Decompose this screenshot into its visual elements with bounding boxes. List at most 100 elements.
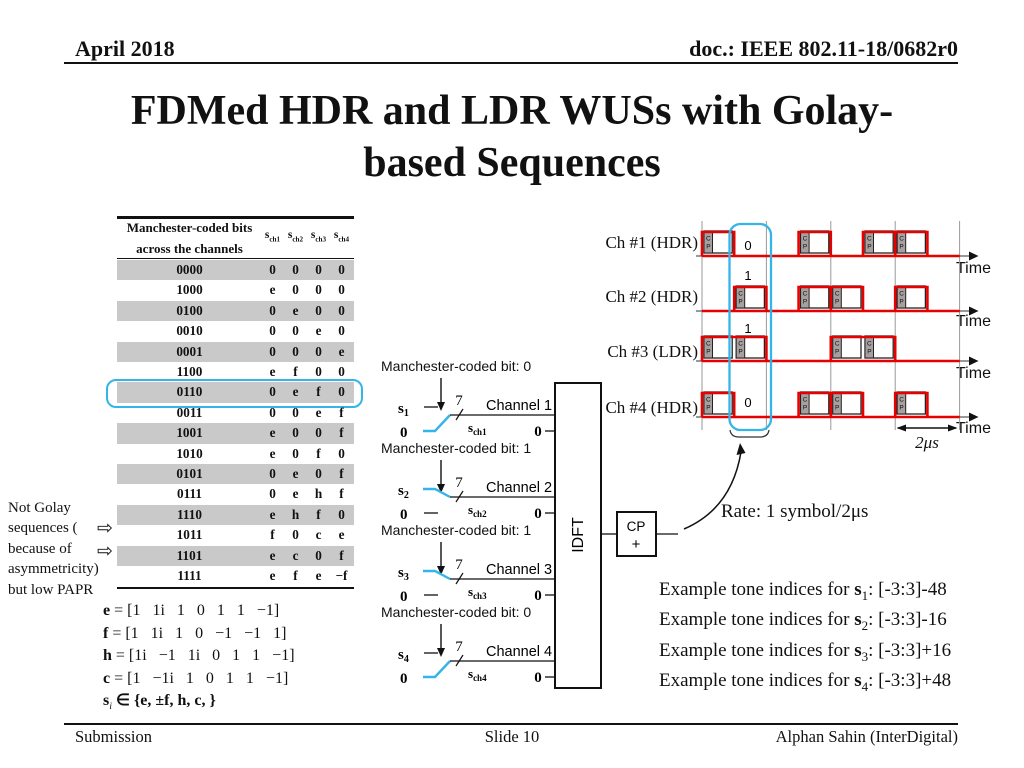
seq-value-cell: 0 (269, 262, 276, 277)
ook-pulse-outline (797, 230, 833, 256)
tone-s: s (854, 639, 862, 661)
bus-width-label: 7 (455, 557, 463, 573)
not-golay-note: Not Golay sequences ( because of asymmet… (8, 498, 104, 600)
cp-box-letter: C (899, 397, 904, 404)
ook-pulse-outline (893, 230, 929, 256)
tone-index-line: Example tone indices for s4: [-3:3]+48 (659, 669, 951, 699)
seq-value-cell: 0 (269, 486, 276, 502)
seq-value-cell: 0 (315, 364, 322, 379)
seq-value-cell: e (292, 486, 299, 502)
tone-prefix: Example tone indices for (659, 609, 855, 631)
tone-value: : [-3:3]+16 (868, 639, 952, 661)
tone-sub: 2 (861, 618, 869, 634)
cp-box-letter: C (867, 236, 872, 243)
seq-value-cell: 0 (315, 343, 322, 359)
bits-cell: 1111 (177, 568, 202, 583)
tone-index-line: Example tone indices for s3: [-3:3]+16 (659, 639, 951, 669)
table-header-rule (117, 257, 354, 260)
si-subscript: i (109, 701, 112, 713)
bit-pointer-arrowhead (437, 484, 445, 493)
mux-s-label: s1 (398, 401, 409, 419)
cp-box-letter: P (738, 349, 742, 356)
channel-label: Channel 2 (486, 480, 552, 496)
seq-value-cell: 0 (338, 282, 345, 298)
seq-value-cell: e (269, 568, 276, 583)
seq-value-cell: e (269, 445, 276, 461)
tone-value: : [-3:3]-48 (868, 579, 947, 600)
symbol-duration-label: 2μs (915, 433, 939, 452)
seq-label: sch4 (468, 666, 487, 683)
time-arrowhead (969, 356, 979, 366)
seq-value-cell: 0 (315, 262, 322, 277)
bits-cell: 1101 (176, 547, 203, 563)
cp-box-letter: C (835, 397, 840, 404)
seq-value-cell: e (338, 343, 345, 359)
bits-cell: 0011 (176, 404, 203, 420)
seq-value-cell: 0 (292, 425, 299, 441)
footer-rule (64, 723, 958, 725)
note-arrow-icon: ⇨ (97, 518, 113, 539)
time-arrowhead (969, 251, 979, 261)
tone-value: : [-3:3]+48 (868, 670, 952, 692)
cp-box-letter: P (803, 405, 807, 412)
seq-value-cell: f (293, 568, 298, 583)
cp-box-letter: C (899, 236, 904, 243)
ook-pulse-outline (700, 391, 736, 417)
vector-value: = [1 1i 1 0 1 1 −1] (110, 602, 280, 619)
seq-value-cell: 0 (315, 302, 322, 318)
seq-value-cell: 0 (292, 262, 299, 277)
seq-value-cell: e (292, 302, 299, 318)
seq-value-cell: 0 (338, 384, 345, 400)
bus-width-label: 7 (455, 393, 463, 409)
seq-value-cell: 0 (292, 445, 299, 461)
mux-s-label: s3 (398, 565, 409, 583)
mux-selected-path (423, 569, 451, 581)
seq-value-cell: e (292, 384, 299, 400)
seq-value-cell: e (292, 466, 299, 481)
seq-value-cell: 0 (269, 343, 276, 359)
header-rule (64, 62, 958, 65)
cp-box-letter: P (835, 349, 839, 356)
idft-zero-input: 0 (534, 424, 542, 440)
si-symbol: s (103, 692, 110, 710)
note-line: sequences ( (8, 520, 78, 537)
tone-prefix: Example tone indices for (659, 639, 855, 661)
cp-box-letter: P (867, 349, 871, 356)
vector-e: e = [1 1i 1 0 1 1 −1] (103, 600, 295, 623)
cp-box-letter: P (835, 405, 839, 412)
waveform-ch4-label: Ch #4 (HDR) (605, 398, 698, 417)
tone-sub: 3 (861, 648, 869, 664)
bits-cell: 1011 (176, 527, 203, 543)
mux-zero-label: 0 (400, 589, 408, 605)
time-axis-label: Time (956, 420, 991, 437)
time-axis-label: Time (956, 260, 991, 277)
seq-value-cell: 0 (315, 466, 322, 481)
bits-cell: 0010 (176, 323, 203, 339)
seq-value-cell: e (269, 364, 276, 379)
rate-label: Rate: 1 symbol/2μs (721, 501, 869, 522)
vector-value: = [1i −1 1i 0 1 1 −1] (111, 647, 295, 665)
table-header-line2: across the channels (136, 241, 243, 256)
seq-value-cell: 0 (315, 282, 322, 298)
cp-box-letter: C (803, 291, 808, 298)
cp-box-letter: P (803, 244, 807, 251)
cp-box-letter: P (738, 299, 742, 306)
tone-value: : [-3:3]-16 (868, 609, 947, 631)
slide-title-line2: based Sequences (363, 140, 661, 186)
seq-value-cell: f (316, 445, 321, 461)
seq-value-cell: 0 (338, 506, 345, 522)
table-header-line1: Manchester-coded bits (126, 220, 253, 235)
manchester-mark: 1 (744, 321, 751, 336)
seq-value-cell: 0 (292, 404, 299, 420)
note-line: because of (8, 540, 72, 557)
cp-box-letter: C (706, 397, 711, 404)
note-arrow-icon: ⇨ (97, 541, 113, 562)
tone-sub: 4 (861, 678, 869, 694)
seq-value-cell: e (269, 425, 276, 441)
